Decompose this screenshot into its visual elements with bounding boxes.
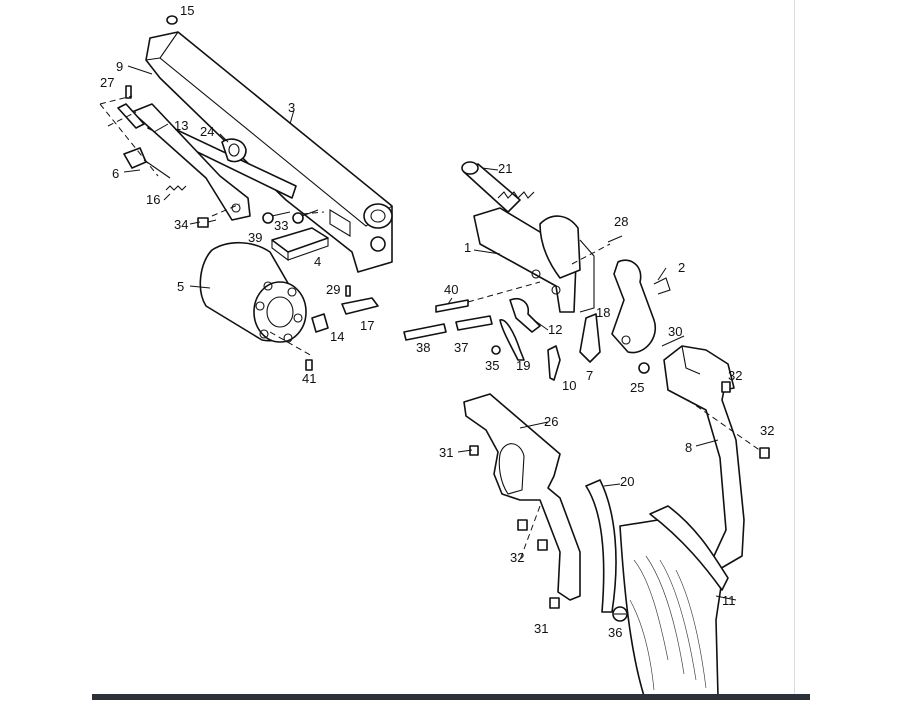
callout-10: 10 [562,378,576,393]
callout-29: 29 [326,282,340,297]
page-edge-divider [794,0,795,694]
callout-26: 26 [544,414,558,429]
hammer-part [461,161,535,213]
callout-labels: 15 9 27 3 13 24 6 16 34 39 33 4 5 29 17 … [100,3,774,640]
screws-39-33 [262,209,319,224]
callout-15: 15 [180,3,194,18]
spring-16 [165,185,187,191]
screw-36 [612,606,628,622]
callout-35: 35 [485,358,499,373]
latch-part [221,138,247,163]
screws-32 [721,381,770,459]
callout-21: 21 [498,161,512,176]
callout-5: 5 [177,279,184,294]
callout-25: 25 [630,380,644,395]
callout-8: 8 [685,440,692,455]
callout-6: 6 [112,166,119,181]
hand-spring-2 [611,259,671,354]
callout-34: 34 [174,217,188,232]
callout-14: 14 [330,329,344,344]
plunger-part [117,103,145,129]
callout-20: 20 [620,474,634,489]
loading-lever-part [131,103,251,221]
screws-31-32 [469,445,560,609]
cotter-6 [123,147,171,179]
callout-19: 19 [516,358,530,373]
callout-3: 3 [288,100,295,115]
callout-4: 4 [314,254,321,269]
callout-17: 17 [360,318,374,333]
callout-32c: 32 [510,550,524,565]
leader-lines [123,65,737,601]
callout-31b: 31 [534,621,548,636]
callout-1: 1 [464,240,471,255]
callout-32a: 32 [728,368,742,383]
pin-27 [125,85,132,99]
screw-34 [197,217,217,228]
strap-20 [585,479,617,613]
callout-16: 16 [146,192,160,207]
trigger-parts [491,298,650,381]
callout-28: 28 [614,214,628,229]
callout-9: 9 [116,59,123,74]
callout-37: 37 [454,340,468,355]
frame-part [473,207,595,313]
callout-31a: 31 [439,445,453,460]
callout-7: 7 [586,368,593,383]
callout-11: 11 [722,593,736,608]
callout-41: 41 [302,371,316,386]
wedge-4 [271,227,329,262]
callout-40: 40 [444,282,458,297]
callout-33: 33 [274,218,288,233]
pin-28 [607,235,623,243]
callout-24: 24 [200,124,214,139]
callout-2: 2 [678,260,685,275]
callout-30: 30 [668,324,682,339]
callout-12: 12 [548,322,562,337]
barrel-part [145,31,393,273]
grips-part [619,505,729,697]
bolt-17 [341,297,379,315]
callout-36: 36 [608,625,622,640]
callout-38: 38 [416,340,430,355]
cylinder-part [199,241,307,343]
bottom-bar [92,694,810,700]
callout-27: 27 [100,75,114,90]
assembly-lines [99,95,611,357]
callout-32b: 32 [760,423,774,438]
backstrap-part [663,345,769,571]
callout-39: 39 [248,230,262,245]
trigger-guard-part [463,393,581,601]
pin-15 [166,15,178,25]
screws-40-38-37 [403,281,541,341]
nipple-14 [311,313,329,333]
pin-29 [345,285,351,297]
callout-18: 18 [596,305,610,320]
callout-13: 13 [174,118,188,133]
pin-41 [305,359,313,371]
